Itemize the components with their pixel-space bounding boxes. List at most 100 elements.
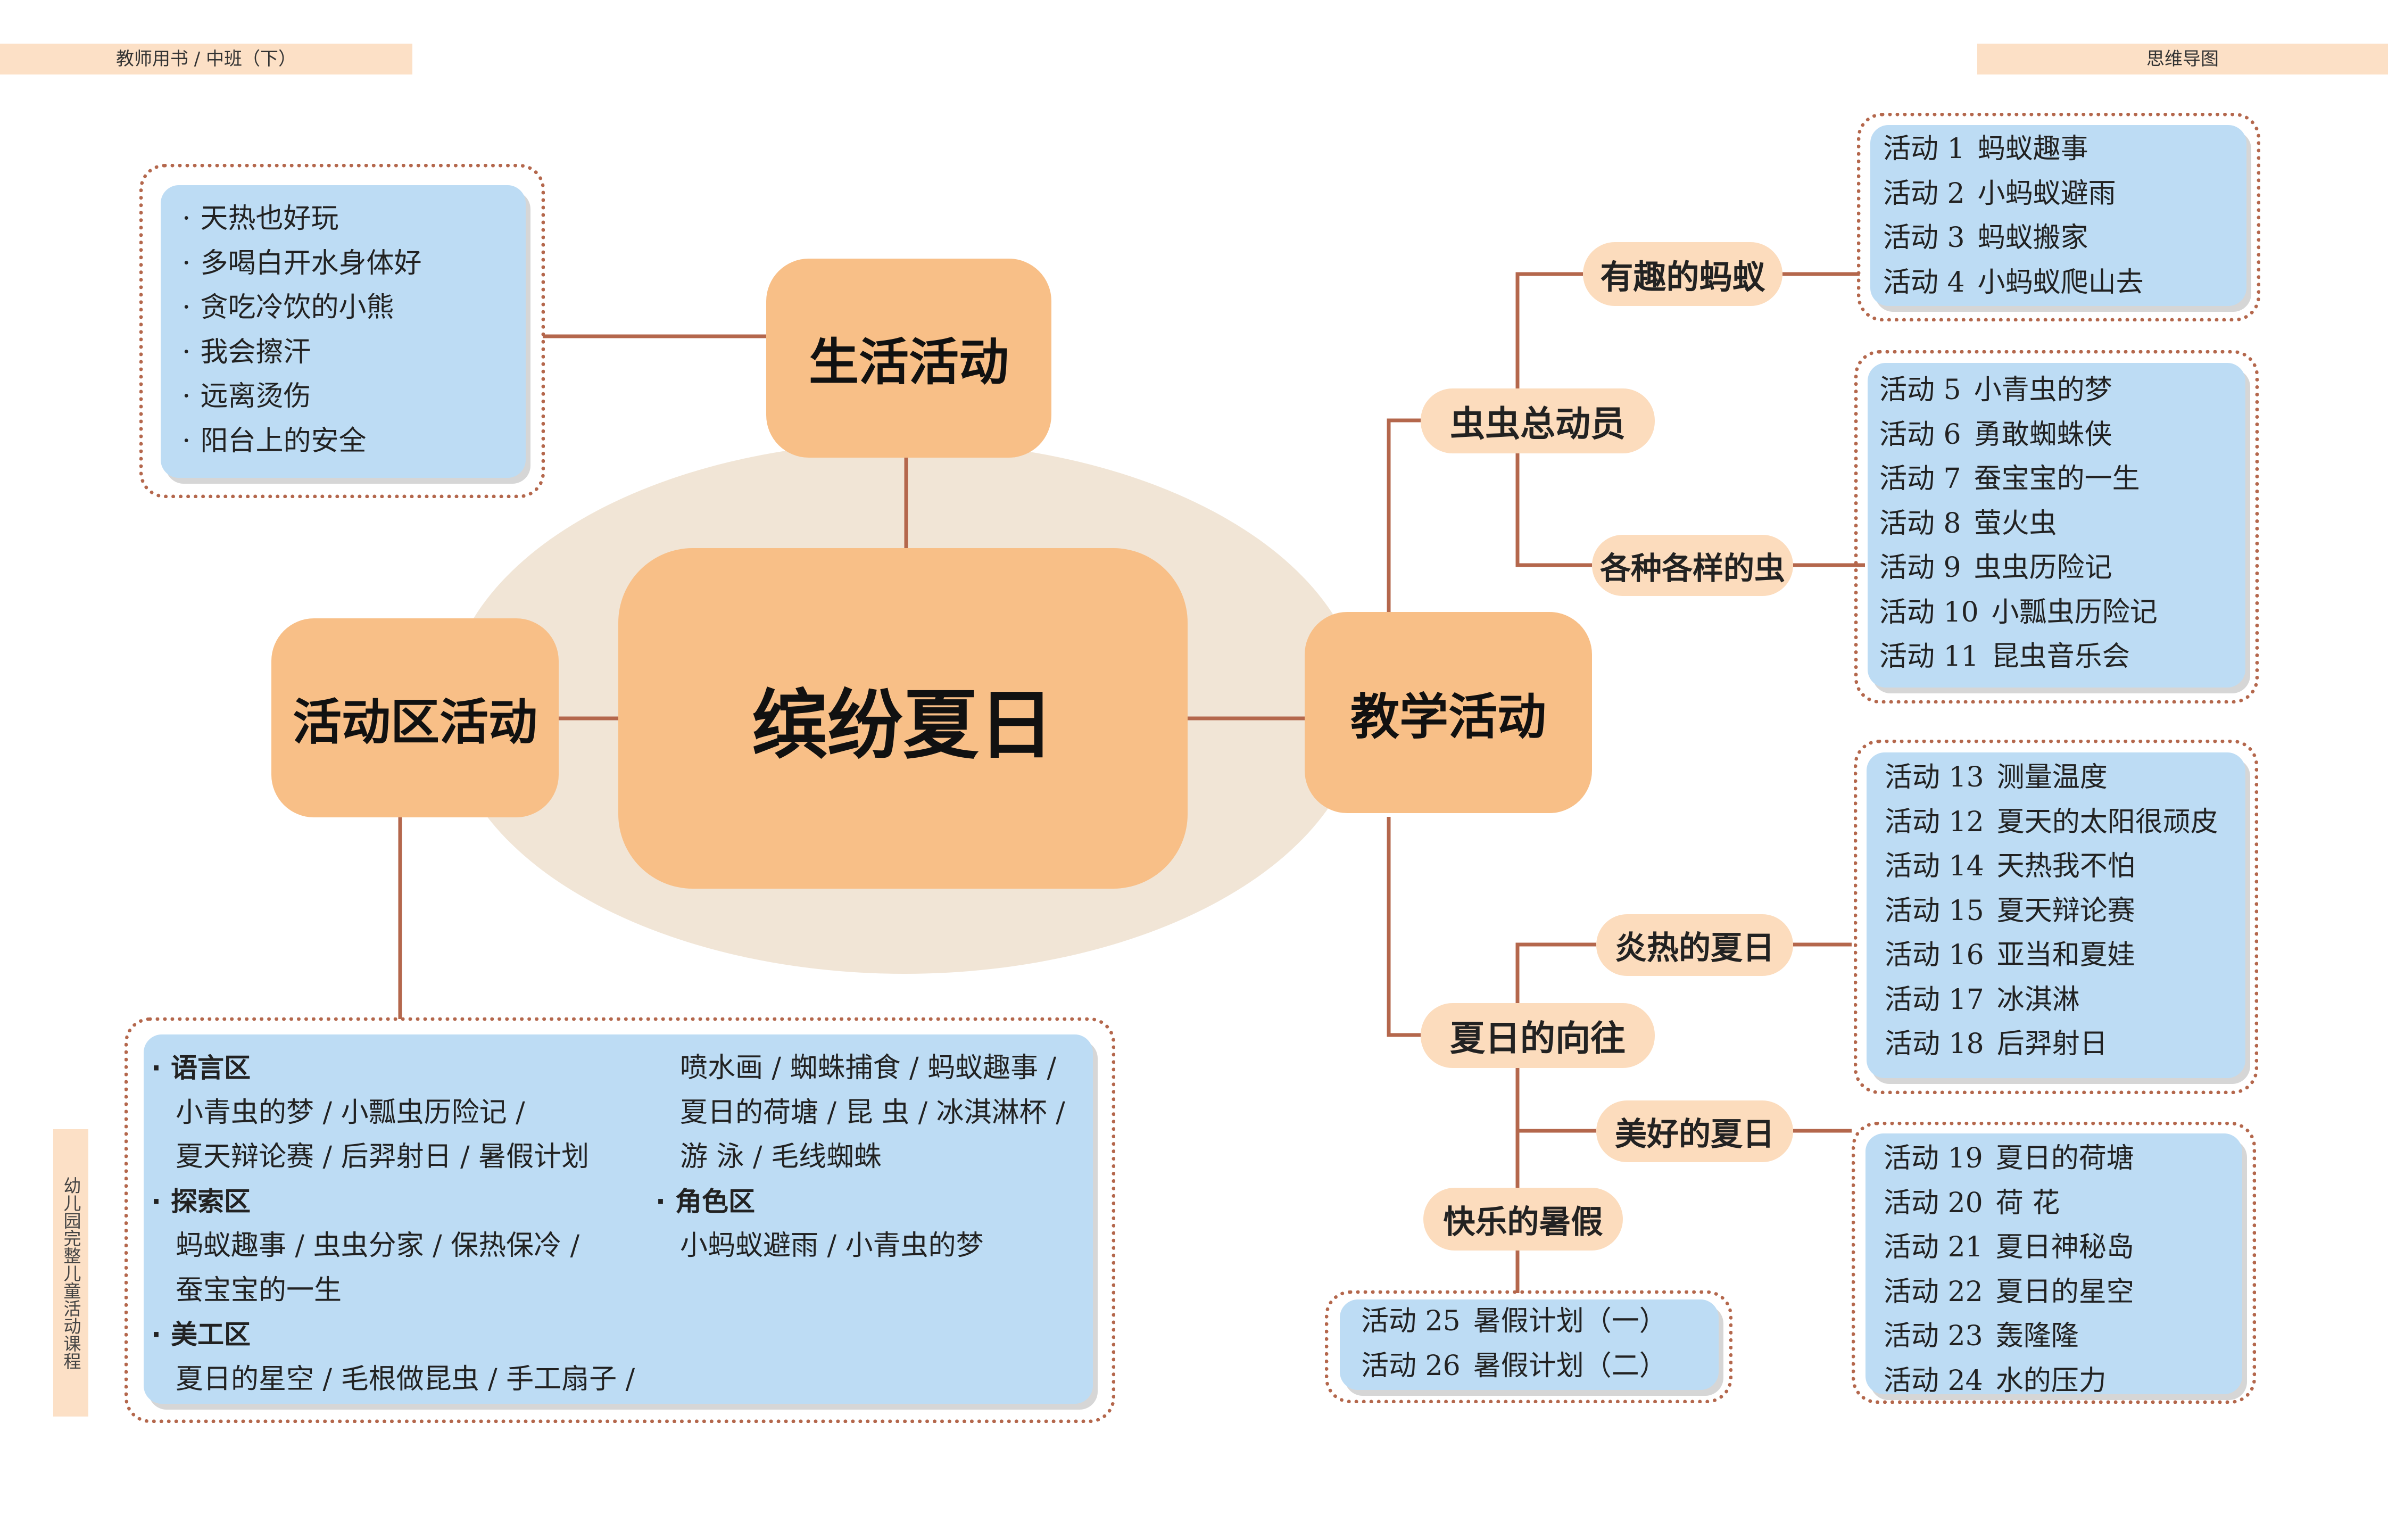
activity-item: 活动 22 夏日的星空: [1884, 1270, 2242, 1315]
line-insects-to-bugs: [1515, 442, 1592, 567]
activity-number: 活动 1: [1883, 133, 1965, 165]
activity-item: 活动 26 暑假计划（二）: [1361, 1344, 1719, 1389]
life-activity-item: 多喝白开水身体好: [182, 242, 526, 286]
activity-name: 夏日的荷塘: [1995, 1142, 2134, 1174]
activity-number: 活动 4: [1883, 266, 1965, 299]
activity-name: 测量温度: [1996, 761, 2108, 793]
activity-name: 暑假计划（二）: [1473, 1349, 1667, 1382]
activity-number: 活动 10: [1879, 596, 1979, 628]
life-activity-item: 阳台上的安全: [182, 419, 526, 464]
activity-name: 荷 花: [1995, 1187, 2060, 1219]
topic-ants-label: 有趣的蚂蚁: [1600, 258, 1765, 296]
activity-name: 小蚂蚁避雨: [1977, 177, 2116, 210]
activity-number: 活动 8: [1879, 507, 1961, 540]
zones-column-right: 喷水画 / 蜘蛛捕食 / 蚂蚁趣事 / 夏日的荷塘 / 昆 虫 / 冰淇淋杯 /…: [656, 1046, 1065, 1269]
activity-number: 活动 14: [1885, 850, 1984, 882]
topic-vacation: 快乐的暑假: [1423, 1188, 1623, 1251]
activity-name: 夏日的星空: [1995, 1276, 2134, 1308]
activity-number: 活动 24: [1884, 1364, 1983, 1397]
activity-number: 活动 3: [1883, 222, 1965, 254]
activity-name: 天热我不怕: [1996, 850, 2135, 882]
zone-role-title: 角色区: [656, 1180, 1065, 1224]
activity-number: 活动 15: [1885, 895, 1984, 927]
activity-number: 活动 19: [1884, 1142, 1983, 1174]
activity-item: 活动 1 蚂蚁趣事: [1883, 127, 2246, 172]
zone-language-line: 小青虫的梦 / 小瓢虫历险记 /: [176, 1096, 525, 1129]
zone-role-line: 小蚂蚁避雨 / 小青虫的梦: [680, 1230, 984, 1262]
connector-lines: [398, 272, 1865, 1293]
activity-item: 活动 24 水的压力: [1884, 1359, 2242, 1404]
zone-art-line: 游 泳 / 毛线蜘蛛: [680, 1141, 882, 1173]
topic-nice-summer-label: 美好的夏日: [1615, 1115, 1775, 1153]
activity-name: 夏天的太阳很顽皮: [1996, 806, 2218, 838]
activity-item: 活动 14 天热我不怕: [1885, 844, 2245, 889]
topic-summer-label: 夏日的向往: [1450, 1017, 1626, 1059]
area-activities-label: 活动区活动: [292, 693, 537, 751]
zone-explore-title: 探索区: [151, 1180, 635, 1224]
activity-number: 活动 5: [1879, 374, 1961, 406]
teaching-activities-label: 教学活动: [1350, 688, 1546, 746]
center-node: 缤纷夏日: [618, 548, 1188, 889]
topic-vacation-label: 快乐的暑假: [1443, 1203, 1603, 1241]
header-section-title: 思维导图: [1977, 44, 2388, 74]
activity-number: 活动 25: [1361, 1305, 1461, 1337]
activity-item: 活动 19 夏日的荷塘: [1884, 1137, 2242, 1181]
activity-number: 活动 22: [1884, 1276, 1983, 1308]
activity-number: 活动 2: [1883, 177, 1965, 210]
activity-name: 小青虫的梦: [1974, 374, 2112, 406]
topic-bugs-label: 各种各样的虫: [1599, 550, 1785, 586]
activity-name: 亚当和夏娃: [1996, 939, 2135, 971]
activity-number: 活动 6: [1879, 418, 1961, 451]
activity-name: 轰隆隆: [1995, 1320, 2079, 1352]
activity-name: 蚂蚁趣事: [1977, 133, 2088, 165]
activity-name: 水的压力: [1995, 1364, 2107, 1397]
activity-number: 活动 16: [1885, 939, 1984, 971]
zone-language-line: 夏天辩论赛 / 后羿射日 / 暑假计划: [176, 1141, 590, 1173]
activity-number: 活动 26: [1361, 1349, 1461, 1382]
life-activities-label: 生活活动: [808, 333, 1009, 392]
life-activities-list: 天热也好玩多喝白开水身体好贪吃冷饮的小熊我会擦汗远离烫伤阳台上的安全: [161, 185, 526, 478]
topic-hot-summer-label: 炎热的夏日: [1615, 929, 1775, 967]
zone-art-line: 喷水画 / 蜘蛛捕食 / 蚂蚁趣事 /: [680, 1052, 1057, 1084]
nice-activities-frame: [1852, 1122, 2256, 1404]
topic-summer: 夏日的向往: [1421, 1003, 1655, 1068]
activity-name: 勇敢蜘蛛侠: [1974, 418, 2112, 451]
life-activity-item: 天热也好玩: [182, 197, 526, 242]
topic-insects: 虫虫总动员: [1421, 388, 1655, 453]
life-activities-node: 生活活动: [766, 259, 1051, 458]
activity-name: 小蚂蚁爬山去: [1977, 266, 2144, 299]
activity-item: 活动 5 小青虫的梦: [1879, 368, 2245, 413]
zone-art-line: 夏日的星空 / 毛根做昆虫 / 手工扇子 /: [176, 1363, 635, 1395]
activity-name: 小瓢虫历险记: [1991, 596, 2158, 628]
header-book-title: 教师用书 / 中班（下）: [0, 44, 412, 74]
line-teach-to-insects: [1387, 418, 1421, 612]
topic-insects-label: 虫虫总动员: [1450, 403, 1626, 444]
activity-item: 活动 10 小瓢虫历险记: [1879, 591, 2245, 635]
life-activity-item: 贪吃冷饮的小熊: [182, 286, 526, 330]
life-activity-item: 我会擦汗: [182, 330, 526, 375]
life-activities-frame: [139, 164, 545, 498]
activity-name: 夏日神秘岛: [1995, 1231, 2134, 1263]
area-zones-panel: 语言区 小青虫的梦 / 小瓢虫历险记 / 夏天辩论赛 / 后羿射日 / 暑假计划…: [144, 1034, 1093, 1404]
activity-name: 昆虫音乐会: [1991, 641, 2130, 673]
topic-ants: 有趣的蚂蚁: [1583, 242, 1782, 306]
line-summer-to-hot: [1515, 942, 1596, 1016]
line-insects-to-ants: [1515, 272, 1583, 402]
activity-item: 活动 4 小蚂蚁爬山去: [1883, 261, 2246, 305]
activity-item: 活动 6 勇敢蜘蛛侠: [1879, 413, 2245, 458]
